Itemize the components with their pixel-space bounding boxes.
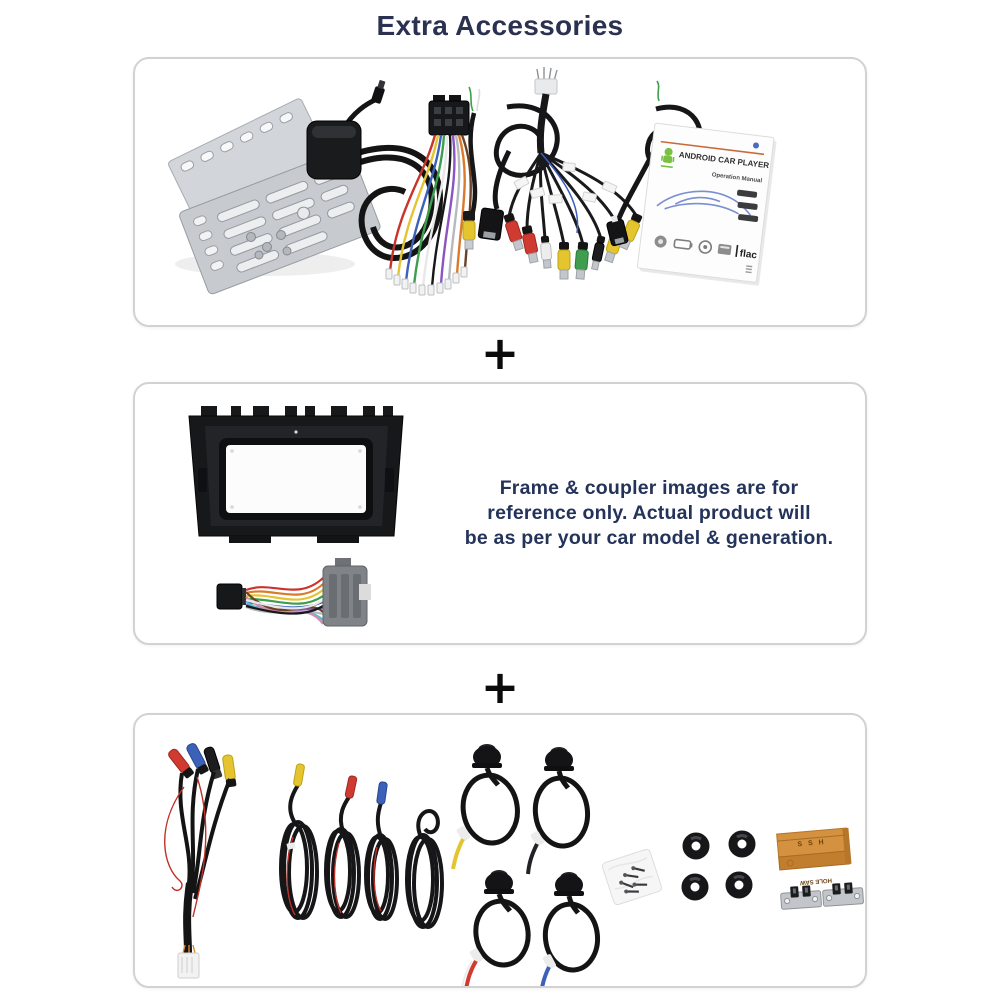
screws xyxy=(246,230,292,260)
coiled-cable-plain xyxy=(405,809,444,929)
hole-saw-side-label: HOLE SAW xyxy=(799,876,832,885)
reference-note-line2: reference only. Actual product will xyxy=(487,502,811,524)
splitter-white-connector xyxy=(177,952,200,979)
frame-screw-holes xyxy=(230,430,362,509)
screws-in-bag xyxy=(620,867,648,893)
four-way-splitter-cable xyxy=(164,743,237,979)
harness-wires xyxy=(388,134,472,288)
coupler-label xyxy=(359,584,371,600)
parking-sensor-blue xyxy=(540,872,601,986)
iso-power-harness xyxy=(385,95,472,296)
splitter-cables xyxy=(178,768,232,900)
stereo-frame-fascia xyxy=(188,406,404,543)
plus-separator-2: + xyxy=(480,660,520,714)
camera-input-cable xyxy=(462,86,481,250)
wire-label-tags xyxy=(513,161,618,204)
usb-adapter-connector xyxy=(606,215,629,247)
parking-sensors xyxy=(451,744,601,986)
coiled-cable-yellow xyxy=(279,763,319,920)
hole-saw-top-label: S S H xyxy=(797,839,826,848)
metal-mounting-brackets xyxy=(168,98,381,295)
reference-note-line3: be as per your car model & generation. xyxy=(464,527,834,549)
operation-manual: ANDROID CAR PLAYER Operation Manual flac xyxy=(636,122,777,286)
sensor-mounting-clips xyxy=(780,882,864,910)
usb-a-female-connector xyxy=(477,207,504,241)
install-kit-photo: S S H HOLE SAW xyxy=(164,743,864,986)
manual-accent-line xyxy=(660,140,765,156)
parking-sensor-yellow xyxy=(451,744,520,870)
rubber-grommets xyxy=(681,830,756,901)
frame-coupler-photo xyxy=(188,406,404,627)
plus-separator-1: + xyxy=(480,326,520,380)
manual-feature-badges xyxy=(737,189,759,223)
page-title: Extra Accessories xyxy=(376,10,624,41)
coiled-cable-red xyxy=(324,775,361,919)
coupler-harness xyxy=(216,558,371,627)
hole-saw-box: S S H HOLE SAW xyxy=(776,827,852,885)
manual-corner-glyph xyxy=(753,142,760,149)
manual-car-sketch xyxy=(656,190,752,216)
coiled-cable-blue xyxy=(364,781,399,921)
manual-bottom-icons: flac xyxy=(654,235,758,261)
wire-terminals xyxy=(385,266,468,296)
frame-opening xyxy=(226,445,366,513)
screw-bag xyxy=(601,848,663,906)
splitter-tips xyxy=(168,743,237,788)
gps-antenna xyxy=(306,80,443,261)
reference-note-line1: Frame & coupler images are for xyxy=(499,477,799,499)
coupler-wires xyxy=(245,577,324,625)
panel-frame-coupler: Frame & coupler images are for reference… xyxy=(133,382,867,645)
reference-note: Frame & coupler images are for reference… xyxy=(423,476,875,551)
flac-codec-label: flac xyxy=(739,248,758,261)
manual-barcode xyxy=(745,265,753,274)
accessories-photo: ANDROID CAR PLAYER Operation Manual flac xyxy=(168,67,777,296)
panel-accessories-photo: ANDROID CAR PLAYER Operation Manual flac xyxy=(133,57,867,327)
parking-sensor-red xyxy=(461,870,531,986)
panel-install-kit-photo: S S H HOLE SAW xyxy=(133,713,867,988)
parking-sensor-black xyxy=(526,747,591,875)
usb-cable xyxy=(477,103,560,241)
coiled-camera-cables xyxy=(279,763,444,929)
android-robot-icon xyxy=(660,147,675,169)
frame-top-tabs xyxy=(201,406,393,417)
